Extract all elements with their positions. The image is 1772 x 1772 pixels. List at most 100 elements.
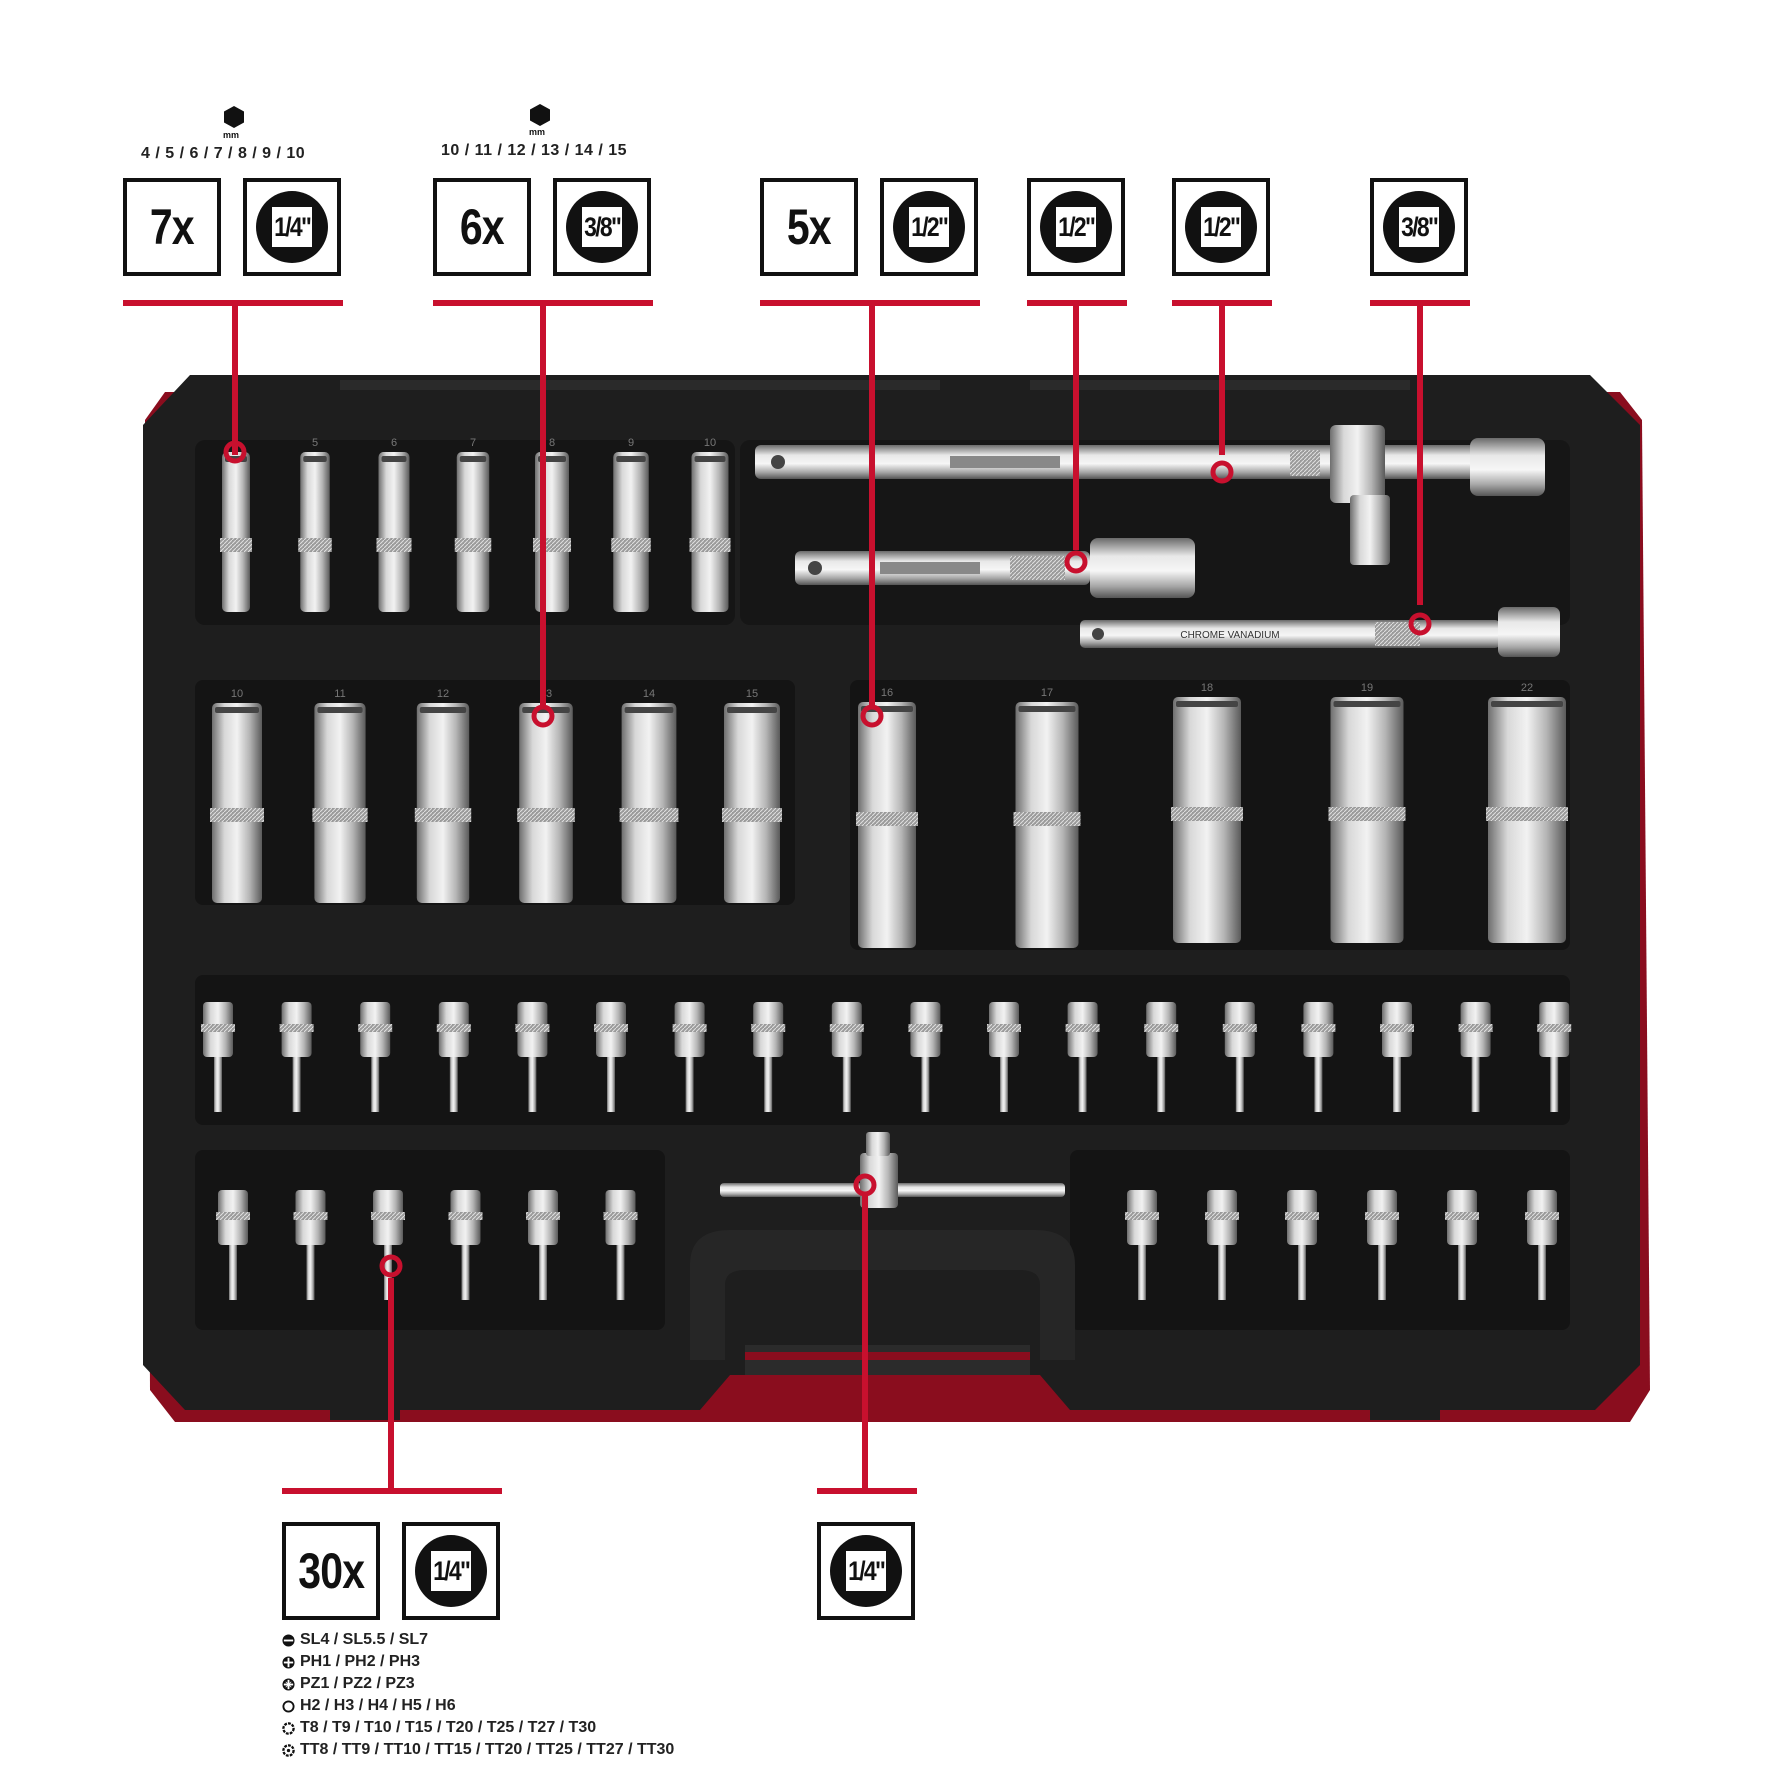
drive-size-icon: 1/2" [1040,191,1112,263]
drive-box-bits: 1/4" [402,1522,500,1620]
socket: 19 [1328,682,1406,943]
pozidriv-icon [282,1677,295,1691]
socket: 22 [1486,682,1568,943]
sizes-small-sockets: 4 / 5 / 6 / 7 / 8 / 9 / 10 [141,145,306,162]
torx-icon [282,1721,295,1735]
bit-socket [751,1002,786,1112]
bit-socket [1380,1002,1414,1112]
socket: 18 [1171,682,1243,943]
tray-bits-bottom-right [1070,1150,1570,1330]
bit-socket [829,1002,864,1112]
drive-size-icon: 1/4" [830,1535,902,1607]
drive-size-icon: 1/4" [256,191,328,263]
socket-size-engraving: 10 [231,688,243,700]
socket-size-engraving: 18 [1201,682,1213,694]
socket: 10 [689,437,731,612]
tray-bits-bottom-left [195,1150,665,1330]
count-box-30x: 30x [282,1522,380,1620]
bit-socket [1065,1002,1100,1112]
legend-item: PH1 / PH2 / PH3 [282,1651,674,1673]
bit-socket [1445,1190,1479,1300]
socket: 13 [517,688,575,903]
bit-socket [1365,1190,1399,1300]
socket: 14 [619,688,679,903]
socket: 8 [533,437,571,612]
bit-socket [1222,1002,1257,1112]
socket-size-engraving: 17 [1041,687,1053,699]
count-label: 6x [460,199,505,255]
socket-size-engraving: 14 [643,688,655,700]
bit-socket [436,1002,471,1112]
sizes-mid-sockets: 10 / 11 / 12 / 13 / 14 / 15 [441,142,628,159]
unit-label: mm [223,130,240,140]
drive-box-ext-short: 1/2" [1027,178,1125,276]
drive-label: 3/8" [584,211,622,242]
legend-text: H2 / H3 / H4 / H5 / H6 [300,1697,456,1714]
drive-box-small: 1/4" [243,178,341,276]
hex-icon [530,104,550,126]
tray-bits-top [195,975,1570,1125]
legend-text: TT8 / TT9 / TT10 / TT15 / TT20 / TT25 / … [300,1741,675,1758]
socket-size-engraving: 12 [437,688,449,700]
socket: 15 [722,688,782,903]
legend-item: PZ1 / PZ2 / PZ3 [282,1673,674,1695]
legend-item: H2 / H3 / H4 / H5 / H6 [282,1695,674,1717]
legend-text: T8 / T9 / T10 / T15 / T20 / T25 / T27 / … [300,1719,597,1736]
count-box-6x: 6x [433,178,531,276]
tray-mid-sockets [195,680,795,905]
bit-socket [358,1002,393,1112]
case-handle [690,1230,1075,1360]
socket: 11 [312,688,368,903]
socket-size-engraving: 9 [628,437,634,449]
bit-socket [987,1002,1021,1112]
bit-socket [594,1002,628,1112]
count-label: 7x [150,199,195,255]
socket: 10 [210,688,264,903]
socket-size-engraving: 22 [1521,682,1533,694]
drive-box-t-bar: 1/4" [817,1522,915,1620]
bit-type-legend: SL4 / SL5.5 / SL7 PH1 / PH2 / PH3 PZ1 / … [282,1629,674,1761]
socket-size-engraving: 7 [470,437,476,449]
unit-label: mm [529,127,546,137]
legend-text: PZ1 / PZ2 / PZ3 [300,1675,415,1692]
bit-socket [216,1190,250,1300]
bit-socket [908,1002,943,1112]
count-label: 30x [298,1543,365,1599]
socket-size-engraving: 5 [312,437,318,449]
socket: 17 [1013,687,1081,948]
drive-label: 1/2" [1058,211,1096,242]
bit-socket [1537,1002,1572,1112]
bit-socket [1205,1190,1239,1300]
bit-socket [1285,1190,1319,1300]
drive-box-ext-long: 1/2" [1172,178,1270,276]
socket: 4 [220,437,252,612]
drive-label: 1/2" [911,211,949,242]
count-box-7x: 7x [123,178,221,276]
drive-label: 1/4" [433,1555,471,1586]
hex-bit-icon [282,1699,295,1713]
drive-size-icon: 1/2" [1185,191,1257,263]
socket: 5 [298,437,332,612]
bit-socket [201,1002,235,1112]
bit-socket [526,1190,560,1300]
legend-item: SL4 / SL5.5 / SL7 [282,1629,674,1651]
socket-size-engraving: 8 [549,437,555,449]
bit-socket [672,1002,707,1112]
socket-size-engraving: 15 [746,688,758,700]
legend-text: SL4 / SL5.5 / SL7 [300,1631,429,1648]
socket: 9 [611,437,651,612]
socket-size-engraving: 11 [334,688,345,700]
socket: 12 [414,688,472,903]
drive-label: 3/8" [1401,211,1439,242]
bit-socket [279,1002,314,1112]
drive-box-mid: 3/8" [553,178,651,276]
drive-size-icon: 1/4" [415,1535,487,1607]
socket-size-engraving: 10 [704,437,716,449]
engraving-chrome-vanadium: CHROME VANADIUM [1180,630,1279,641]
socket-size-engraving: 6 [391,437,397,449]
bit-socket [603,1190,638,1300]
drive-label: 1/2" [1203,211,1241,242]
socket-size-engraving: 16 [881,687,893,699]
